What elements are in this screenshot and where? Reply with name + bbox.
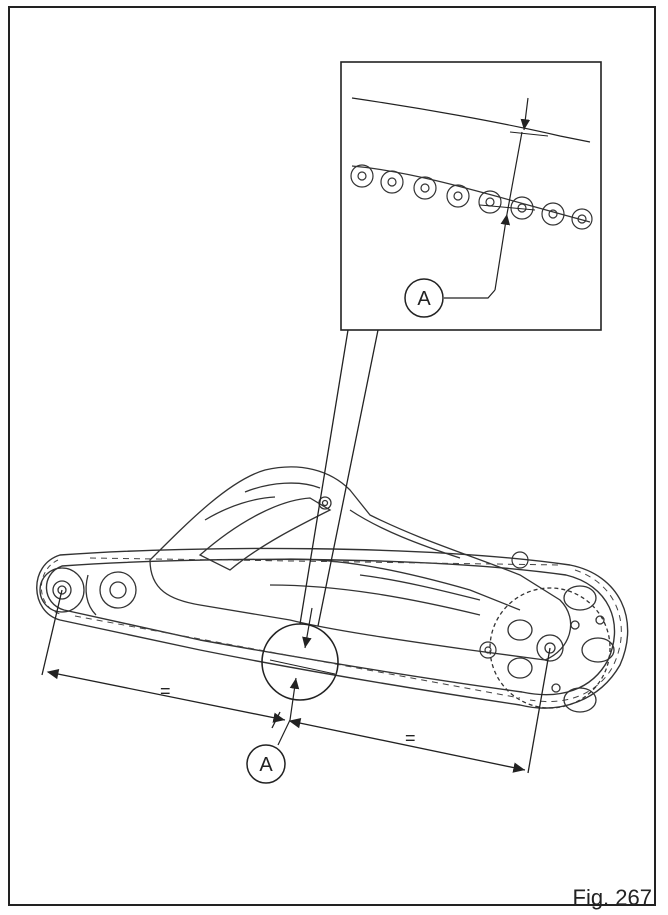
measure-arrow-bottom: [289, 677, 300, 721]
swingarm: [149, 466, 572, 661]
equal-sign-right: =: [405, 728, 416, 748]
chain-links: [40, 557, 622, 703]
callout-a-leader: [277, 719, 291, 746]
drive-chain: [36, 547, 629, 709]
callout-line-left: [299, 329, 349, 625]
chain-guide: [479, 551, 529, 659]
inset-callout-a-label: A: [417, 288, 431, 310]
swingarm-pivot: [85, 571, 137, 616]
measure-arrow-top: [302, 607, 313, 649]
callout-line-right: [317, 329, 379, 627]
figure-caption: Fig. 267: [572, 885, 653, 910]
detail-inset: A: [340, 61, 602, 331]
figure-frame: [8, 6, 656, 906]
measure-ref-line: [269, 659, 336, 675]
callout-a-label: A: [259, 754, 273, 776]
callout-a-circle: [246, 744, 286, 784]
dimension-lines: [41, 589, 551, 774]
rear-sprocket: [489, 585, 615, 713]
equal-sign-left: =: [160, 681, 171, 701]
front-sprocket: [39, 567, 85, 613]
